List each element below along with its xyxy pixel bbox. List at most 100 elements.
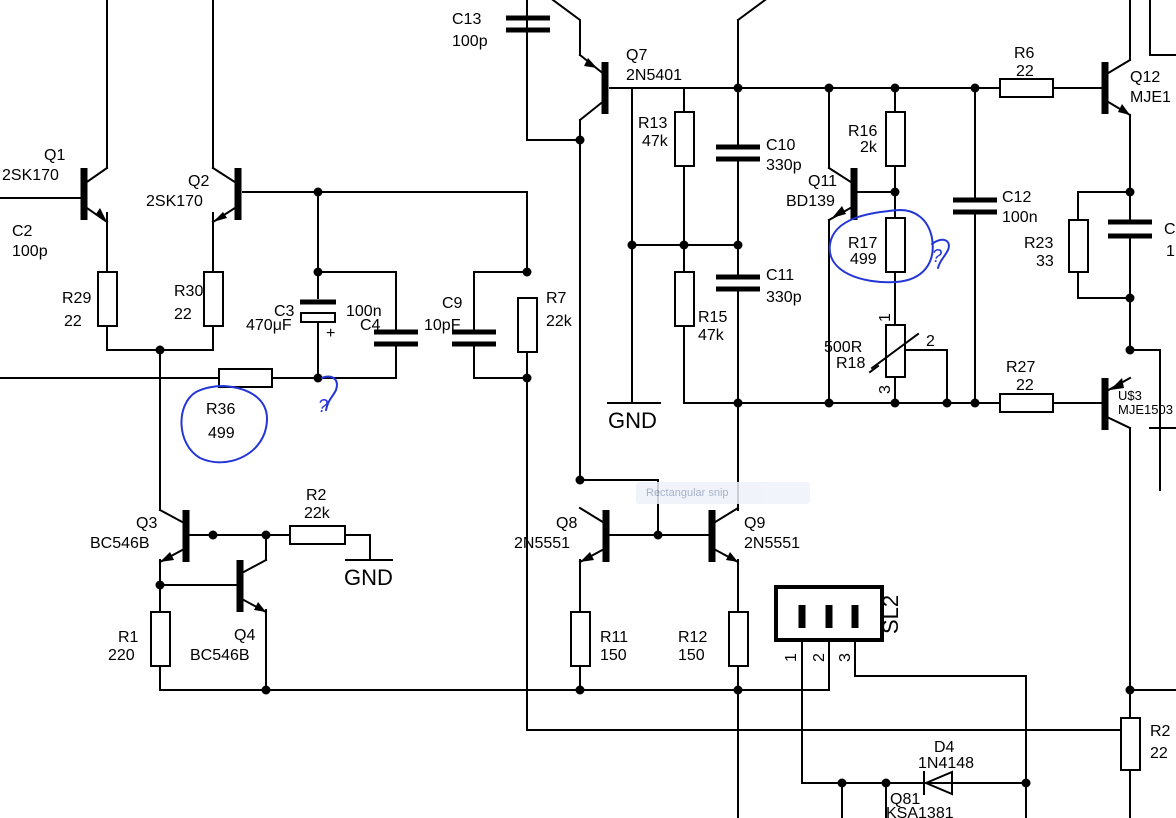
label-c12-ref: C12 bbox=[1002, 189, 1031, 206]
label-q1-ref: Q1 bbox=[44, 147, 65, 164]
label-q7-ref: Q7 bbox=[626, 47, 647, 64]
label-sl2-pin1: 1 bbox=[783, 653, 800, 662]
label-r29-ref: R29 bbox=[62, 290, 91, 307]
label-c2-value: 100p bbox=[12, 243, 48, 260]
label-gnd-1: GND bbox=[608, 408, 657, 433]
resistor-r13 bbox=[674, 111, 695, 167]
resistor-r17 bbox=[885, 217, 906, 273]
label-r30-ref: R30 bbox=[174, 283, 203, 300]
label-u3-ref: U$3 bbox=[1118, 388, 1142, 403]
label-q8-value: 2N5551 bbox=[514, 535, 570, 552]
ground-symbols bbox=[345, 402, 661, 561]
label-r18-value: 500R bbox=[824, 339, 862, 356]
label-r12-value: 150 bbox=[678, 647, 705, 664]
handwritten-annotations: ? ? bbox=[180, 209, 950, 464]
label-d4-value: 1N4148 bbox=[918, 755, 974, 772]
label-c3-ref: C3 bbox=[274, 303, 295, 320]
label-r2-ref: R2 bbox=[306, 487, 327, 504]
label-gnd-2: GND bbox=[344, 565, 393, 590]
label-r18-ref: R18 bbox=[836, 355, 865, 372]
resistor-r29 bbox=[97, 271, 118, 327]
label-c4-ref: C4 bbox=[360, 317, 381, 334]
resistor-r1 bbox=[150, 611, 171, 667]
label-c-right-value: 1 bbox=[1166, 243, 1175, 260]
transistor-q12 bbox=[1101, 58, 1132, 117]
resistor-r2 bbox=[289, 525, 346, 545]
label-r36-value: 499 bbox=[208, 425, 235, 442]
capacitor-c9 bbox=[452, 329, 496, 347]
label-q3-ref: Q3 bbox=[136, 515, 157, 532]
label-r25-value: 22 bbox=[1150, 745, 1168, 762]
label-r27-ref: R27 bbox=[1006, 359, 1035, 376]
label-r11-value: 150 bbox=[600, 647, 627, 664]
label-r17-ref: R17 bbox=[848, 235, 877, 252]
resistors bbox=[97, 78, 1141, 771]
label-d4-ref: D4 bbox=[934, 739, 955, 756]
label-q3-value: BC546B bbox=[90, 535, 150, 552]
label-q7-value: 2N5401 bbox=[626, 67, 682, 84]
label-r18-pin1: 1 bbox=[877, 313, 894, 322]
label-q9-ref: Q9 bbox=[744, 515, 765, 532]
label-c13-value: 100p bbox=[452, 33, 488, 50]
capacitor-c10 bbox=[716, 144, 760, 162]
label-r12-ref: R12 bbox=[678, 629, 707, 646]
label-q11-value: BD139 bbox=[786, 193, 835, 210]
label-q4-ref: Q4 bbox=[234, 627, 255, 644]
transistor-q3 bbox=[158, 508, 190, 564]
label-q9-value: 2N5551 bbox=[744, 535, 800, 552]
label-r1-ref: R1 bbox=[118, 629, 139, 646]
label-c3-polarity: + bbox=[326, 325, 335, 342]
ink-question-1: ? bbox=[318, 396, 328, 416]
label-r13-value: 47k bbox=[642, 133, 669, 150]
resistor-r7 bbox=[517, 297, 538, 353]
label-c12-value: 100n bbox=[1002, 209, 1038, 226]
label-c11-value: 330p bbox=[766, 289, 802, 306]
label-c11-ref: C11 bbox=[766, 267, 794, 284]
label-r16-ref: R16 bbox=[848, 123, 877, 140]
label-q12-ref: Q12 bbox=[1130, 69, 1160, 86]
capacitor-c3 bbox=[300, 299, 336, 323]
resistor-r36 bbox=[218, 368, 273, 388]
label-r6-ref: R6 bbox=[1014, 45, 1035, 62]
label-r25-ref: R2 bbox=[1150, 723, 1171, 740]
label-r7-value: 22k bbox=[546, 313, 573, 330]
resistor-r6 bbox=[999, 78, 1054, 98]
label-r30-value: 22 bbox=[174, 306, 192, 323]
label-c9-ref: C9 bbox=[442, 295, 463, 312]
label-c-right-ref: C bbox=[1164, 221, 1176, 238]
label-c4-value: 100n bbox=[346, 303, 382, 320]
label-c13-ref: C13 bbox=[452, 11, 481, 28]
label-c2-ref: C2 bbox=[12, 223, 33, 240]
transistor-q11 bbox=[827, 166, 858, 222]
resistor-r27 bbox=[999, 393, 1054, 413]
rectangular-snip-tooltip: Rectangular snip bbox=[636, 482, 810, 504]
label-sl2-pin2: 2 bbox=[811, 653, 828, 662]
label-r6-value: 22 bbox=[1016, 63, 1034, 80]
capacitor-c11 bbox=[716, 274, 760, 292]
label-r17-value: 499 bbox=[850, 251, 877, 268]
labels: Q1 2SK170 Q2 2SK170 C2 100p R29 22 R30 2… bbox=[2, 11, 1176, 818]
label-r13-ref: R13 bbox=[638, 115, 667, 132]
label-r36-ref: R36 bbox=[206, 401, 235, 418]
label-u3-value: MJE1503 bbox=[1118, 402, 1173, 417]
resistor-r11 bbox=[570, 611, 591, 667]
ink-question-2: ? bbox=[932, 246, 942, 266]
label-r1-value: 220 bbox=[108, 647, 135, 664]
capacitor-c4 bbox=[374, 329, 418, 347]
label-r15-value: 47k bbox=[698, 327, 725, 344]
capacitor-c12 bbox=[953, 197, 997, 215]
label-r29-value: 22 bbox=[64, 313, 82, 330]
ink-circle-r17 bbox=[828, 209, 934, 284]
capacitor-c13 bbox=[506, 15, 550, 33]
label-q81-ref: Q81 bbox=[890, 791, 920, 808]
label-c10-ref: C10 bbox=[766, 137, 795, 154]
label-q2-value: 2SK170 bbox=[146, 193, 203, 210]
label-r23-value: 33 bbox=[1036, 253, 1054, 270]
label-r18-pin3: 3 bbox=[877, 385, 894, 394]
capacitors bbox=[300, 15, 1152, 347]
resistor-r15 bbox=[674, 271, 695, 327]
label-sl2-ref: SL2 bbox=[878, 595, 903, 634]
ink-circle-r36 bbox=[180, 385, 268, 464]
transistor-q9 bbox=[708, 506, 740, 564]
